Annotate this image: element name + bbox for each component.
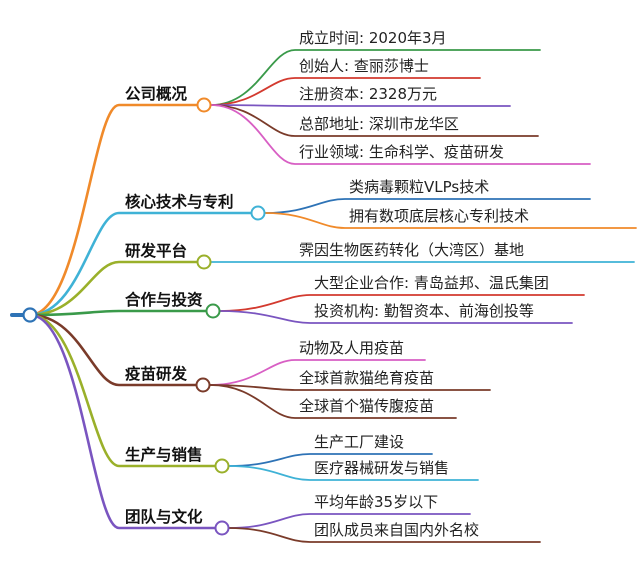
leaf-label: 生产工厂建设 [314,433,404,451]
leaf-connector [210,104,511,107]
leaf-connector [264,198,591,214]
branch-connector [28,309,208,317]
leaf-connector [209,359,426,386]
leaf-label: 平均年龄35岁以下 [314,493,438,511]
mindmap-edges [10,49,637,543]
leaf-connector [219,310,573,324]
leaf-connector [228,527,541,543]
leaf-label: 创始人: 查丽莎博士 [299,57,429,75]
leaf-label: 类病毒颗粒VLPs技术 [349,178,489,196]
leaf-label: 全球首个猫传腹疫苗 [299,397,434,415]
branch-connector [28,313,217,530]
leaf-connector [228,513,471,529]
leaf-connector [264,212,637,229]
leaf-label: 动物及人用疫苗 [299,339,404,357]
leaf-connector [210,49,541,106]
branch-connector [28,313,217,468]
leaf-label: 注册资本: 2328万元 [299,85,437,103]
branch-label: 合作与投资 [125,290,203,309]
leaf-connector [228,453,433,467]
branch-label: 核心技术与专利 [125,192,234,211]
branch-connector [28,313,198,387]
leaf-label: 大型企业合作: 青岛益邦、温氏集团 [314,274,549,292]
leaf-label: 全球首款猫绝育疫苗 [299,369,434,387]
branch-node[interactable] [214,520,230,536]
branch-label: 公司概况 [125,84,188,103]
leaf-connector [209,384,491,391]
leaf-label: 行业领域: 生命科学、疫苗研发 [299,143,504,161]
branch-node[interactable] [250,205,266,221]
branch-connector [28,103,199,317]
branch-node[interactable] [196,97,212,113]
leaf-label: 成立时间: 2020年3月 [299,29,447,47]
leaf-connector [210,104,591,165]
leaf-label: 拥有数项底层核心专利技术 [349,207,529,225]
branch-node[interactable] [214,458,230,474]
branch-node[interactable] [205,303,221,319]
branch-label: 生产与销售 [125,445,203,464]
leaf-connector [210,104,539,137]
leaf-label: 总部地址: 深圳市龙华区 [299,115,459,133]
branch-label: 疫苗研发 [125,364,188,383]
leaf-label: 团队成员来自国内外名校 [314,521,479,539]
branch-node[interactable] [196,254,212,270]
branch-connector [28,211,253,317]
leaf-label: 霁因生物医药转化（大湾区）基地 [299,241,524,259]
leaf-connector [228,465,479,481]
leaf-connector [210,77,481,106]
branch-label: 团队与文化 [125,507,203,526]
leaf-label: 投资机构: 勤智资本、前海创投等 [314,302,534,320]
leaf-label: 医疗器械研发与销售 [314,459,449,477]
leaf-connector [209,384,457,419]
branch-label: 研发平台 [125,241,187,260]
root-node[interactable] [22,307,38,323]
branch-connector [28,260,199,317]
mindmap-nodes [22,97,266,536]
leaf-connector [219,294,585,312]
branch-node[interactable] [195,377,211,393]
